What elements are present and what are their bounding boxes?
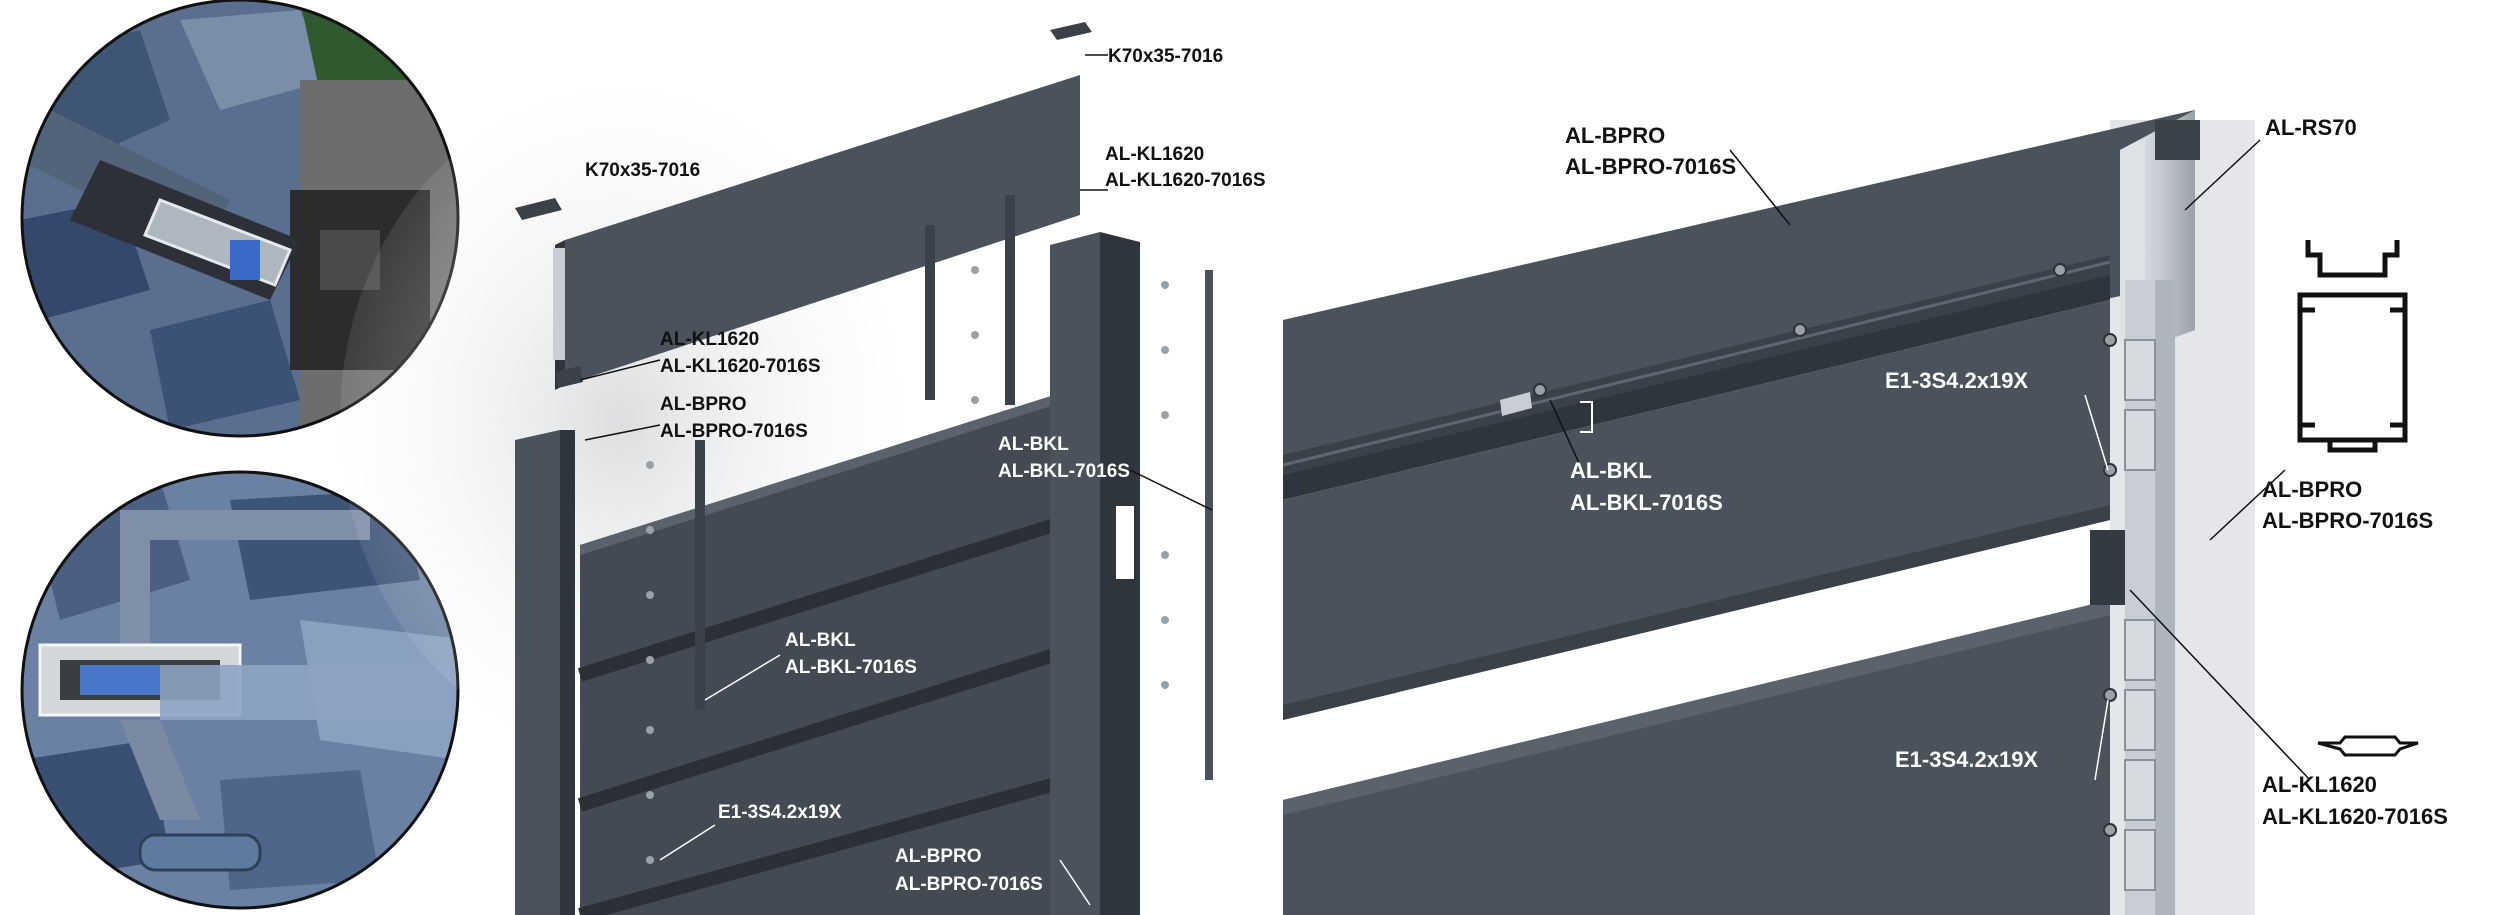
- label-endcap-top-left: K70x35-7016: [585, 160, 700, 181]
- leader-lines-white: [659, 654, 1091, 906]
- label-endcap-top-right: K70x35-7016: [1108, 46, 1223, 67]
- leader-lines-right-white: [2084, 394, 2109, 781]
- label-top-panel-2: AL-BPRO-7016S: [1565, 154, 1736, 179]
- label-connector-mid-1: AL-KL1620: [660, 329, 759, 350]
- leader-lines-right: [1549, 139, 2311, 781]
- label-connector-top-2: AL-KL1620-7016S: [1105, 170, 1266, 191]
- profile-section-icon: [2297, 240, 2408, 453]
- top-beam: [565, 75, 1080, 385]
- label-rail-right-1: AL-BKL: [998, 434, 1069, 455]
- endcap-right: [1050, 22, 1092, 40]
- label-screw-left: E1-3S4.2x19X: [718, 802, 842, 823]
- closeup-assembly: AL-BPRO AL-BPRO-7016S AL-RS70 AL-BKL AL-…: [1282, 110, 2448, 915]
- label-connector-mid-2: AL-KL1620-7016S: [660, 356, 821, 377]
- slat-grooves: [577, 513, 1073, 915]
- screws: [646, 266, 1169, 864]
- label-post-left-1: AL-BPRO: [660, 394, 747, 415]
- label-connector-top-1: AL-KL1620: [1105, 144, 1204, 165]
- label-post: AL-RS70: [2265, 115, 2357, 140]
- middle-panel: [1283, 300, 2110, 720]
- post-left: [515, 430, 560, 915]
- rail-far: [1205, 270, 1213, 780]
- label-post-left-2: AL-BPRO-7016S: [660, 421, 808, 442]
- label-rail-center-2: AL-BKL-7016S: [785, 657, 917, 678]
- leader-lines-left: [579, 54, 1213, 511]
- label-connector-1: AL-KL1620: [2262, 772, 2377, 797]
- label-screw-top: E1-3S4.2x19X: [1885, 368, 2028, 393]
- label-profile-1: AL-BPRO: [2262, 477, 2362, 502]
- vertical-rail-1: [695, 440, 705, 710]
- label-post-bottom-2: AL-BPRO-7016S: [895, 874, 1043, 895]
- label-top-panel-1: AL-BPRO: [1565, 123, 1665, 148]
- label-screw-bottom: E1-3S4.2x19X: [1895, 747, 2038, 772]
- exploded-assembly: K70x35-7016 K70x35-7016 AL-KL1620 AL-KL1…: [340, 22, 1266, 915]
- detail-circle-bottom-border: [20, 470, 460, 910]
- label-rail-2: AL-BKL-7016S: [1570, 490, 1723, 515]
- endcap-left: [515, 198, 562, 220]
- label-rail-center-1: AL-BKL: [785, 630, 856, 651]
- label-connector-2: AL-KL1620-7016S: [2262, 804, 2448, 829]
- label-post-bottom-1: AL-BPRO: [895, 846, 982, 867]
- top-panel: [1283, 110, 2195, 475]
- connector-section-icon: [2317, 735, 2419, 757]
- rail-screws: [1533, 263, 2117, 837]
- post-right: [1050, 232, 1100, 915]
- label-profile-2: AL-BPRO-7016S: [2262, 508, 2433, 533]
- vertical-connector: [2090, 530, 2125, 605]
- label-rail-1: AL-BKL: [1570, 458, 1652, 483]
- rail-channel: [1283, 275, 2110, 500]
- bottom-panel: [1283, 600, 2110, 915]
- label-rail-right-2: AL-BKL-7016S: [998, 461, 1130, 482]
